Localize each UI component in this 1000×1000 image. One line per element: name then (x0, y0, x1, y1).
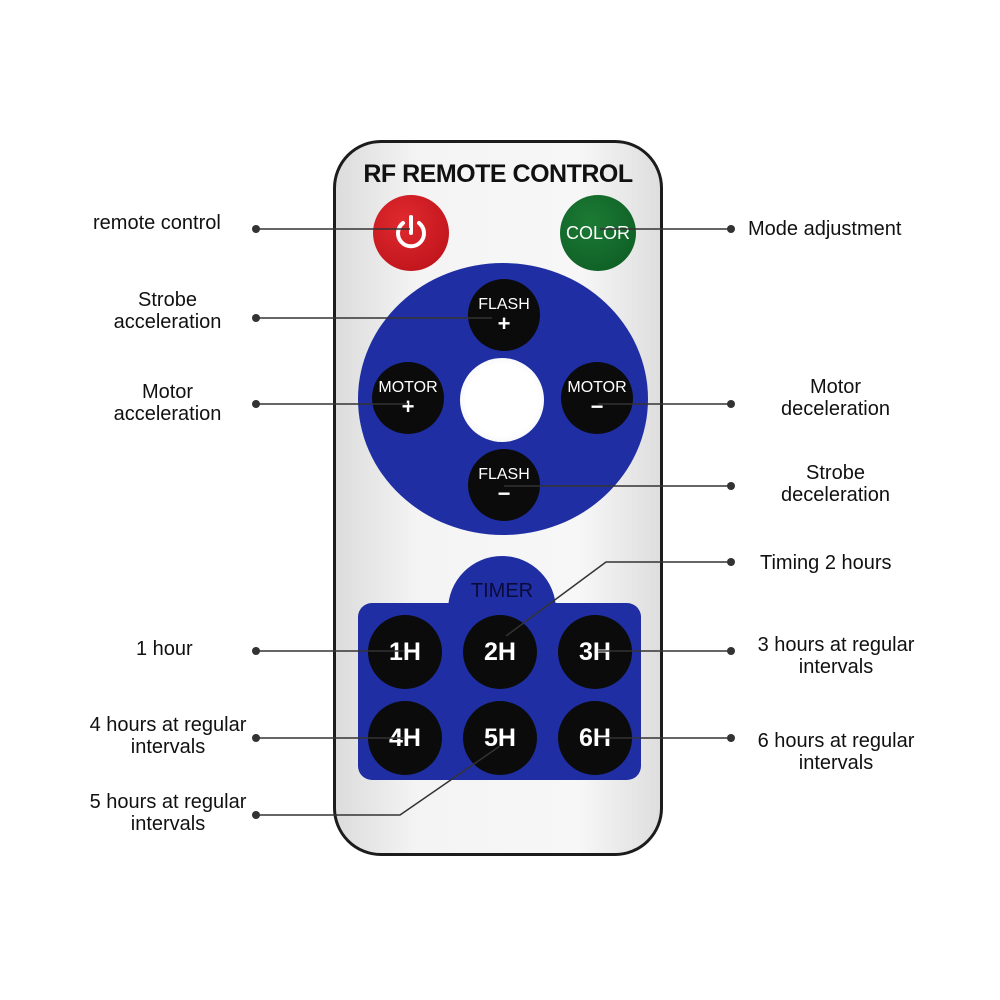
callout-line-2: deceleration (781, 484, 890, 506)
leader-line-2h (505, 561, 731, 637)
flash-plus-button[interactable]: FLASH + (468, 279, 540, 351)
dot (252, 314, 260, 322)
callout-motor-deceleration: Motor deceleration (758, 376, 913, 420)
callout-line-1: Strobe (806, 462, 865, 484)
callout-motor-acceleration: Motor acceleration (90, 381, 245, 425)
callout-1-hour: 1 hour (136, 638, 193, 660)
callout-line-2: deceleration (781, 398, 890, 420)
callout-line-1: Strobe (138, 289, 197, 311)
callout-line-1: Motor (809, 376, 862, 398)
plus-symbol: + (401, 394, 415, 419)
timer-2h-button[interactable]: 2H (463, 615, 537, 689)
dot (727, 647, 735, 655)
color-button[interactable]: COLOR (560, 195, 636, 271)
callout-6-hours: 6 hours at regular intervals (740, 730, 932, 774)
dot (252, 225, 260, 233)
dot (252, 734, 260, 742)
timer-3h-button[interactable]: 3H (558, 615, 632, 689)
callout-timing-2-hours: Timing 2 hours (760, 552, 892, 574)
power-button[interactable] (373, 195, 449, 271)
leader-line-5h (256, 745, 501, 816)
minus-symbol: − (590, 394, 604, 419)
timer-6h-button[interactable]: 6H (558, 701, 632, 775)
callout-line-2: intervals (130, 813, 206, 835)
minus-symbol: − (497, 481, 511, 506)
callout-line-1: Motor (141, 381, 194, 403)
dot (252, 811, 260, 819)
motor-plus-button[interactable]: MOTOR + (372, 362, 444, 434)
callout-line-2: intervals (130, 736, 206, 758)
timer-1h-button[interactable]: 1H (368, 615, 442, 689)
callout-strobe-acceleration: Strobe acceleration (90, 289, 245, 333)
callout-line-2: acceleration (113, 403, 222, 425)
motor-minus-button[interactable]: MOTOR − (561, 362, 633, 434)
callout-line-2: acceleration (113, 311, 222, 333)
callout-3-hours: 3 hours at regular intervals (740, 634, 932, 678)
timer-label: TIMER (470, 580, 534, 602)
callout-line-1: 4 hours at regular (89, 714, 247, 736)
dot (727, 734, 735, 742)
callout-line-2: intervals (798, 656, 874, 678)
callout-remote-control: remote control (93, 212, 221, 234)
dot (727, 225, 735, 233)
callout-line-1: 5 hours at regular (89, 791, 247, 813)
motor-minus-label: MOTOR (567, 379, 627, 396)
color-button-label: COLOR (565, 222, 630, 243)
callout-line-2: intervals (798, 752, 874, 774)
plus-symbol: + (497, 311, 511, 336)
callout-strobe-deceleration: Strobe deceleration (758, 462, 913, 506)
callout-line-1: 3 hours at regular (757, 634, 915, 656)
dot (727, 482, 735, 490)
flash-plus-label: FLASH (478, 296, 530, 313)
remote-title: RF REMOTE CONTROL (363, 160, 633, 188)
callout-5-hours: 5 hours at regular intervals (72, 791, 264, 835)
center-indicator (460, 358, 544, 442)
power-icon (396, 215, 426, 249)
motor-plus-label: MOTOR (378, 379, 438, 396)
callout-mode-adjustment: Mode adjustment (748, 218, 902, 240)
dot (727, 558, 735, 566)
dot (727, 400, 735, 408)
dot (252, 647, 260, 655)
flash-minus-label: FLASH (478, 466, 530, 483)
dot (252, 400, 260, 408)
callout-line-1: 6 hours at regular (757, 730, 915, 752)
callout-4-hours: 4 hours at regular intervals (72, 714, 264, 758)
flash-minus-button[interactable]: FLASH − (468, 449, 540, 521)
